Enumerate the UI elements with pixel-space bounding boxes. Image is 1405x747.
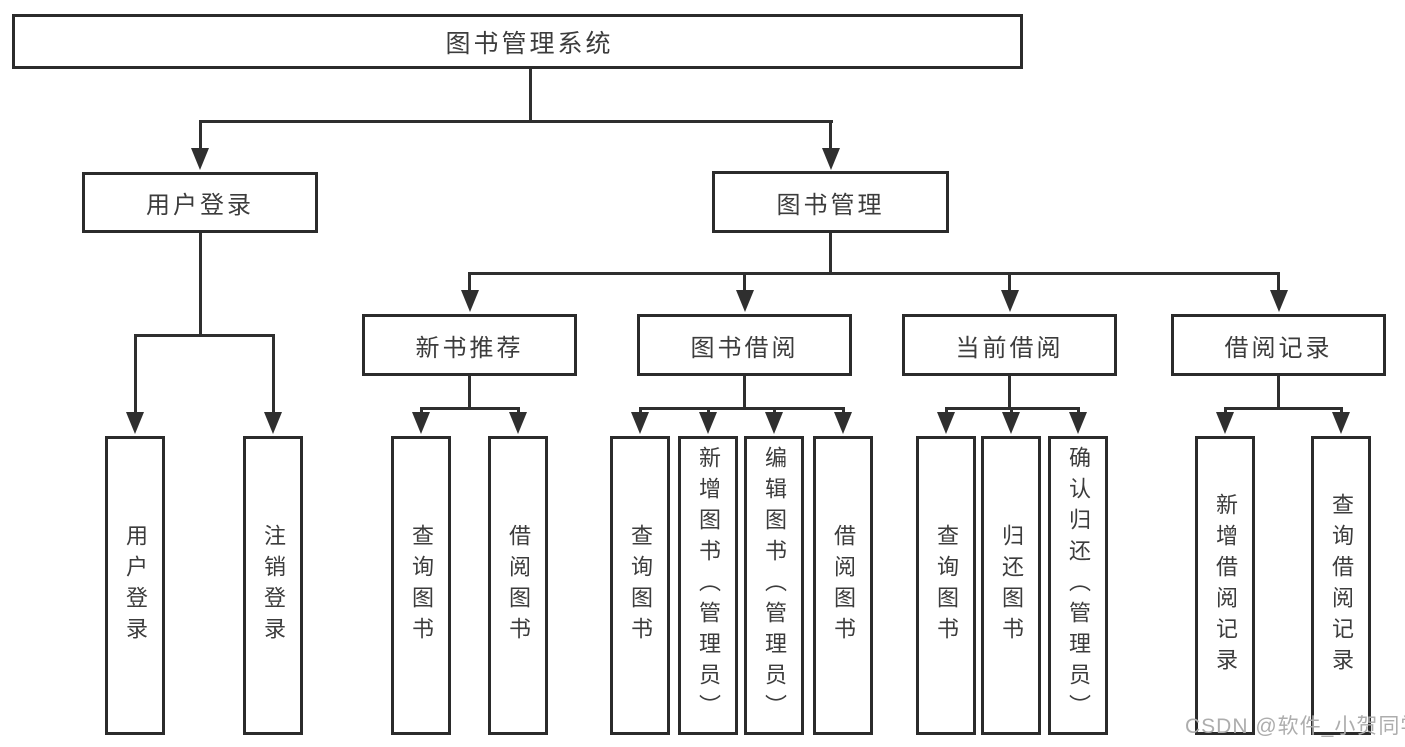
leaf-label: 新增图书（管理员） — [696, 446, 721, 725]
arrow-down-icon — [834, 412, 852, 434]
leaf-label: 查询图书 — [934, 523, 959, 648]
leaf-label: 注销登录 — [261, 523, 286, 648]
leaf-borrow-books-recommend: 借阅图书 — [488, 436, 548, 735]
node-book-management: 图书管理 — [712, 171, 949, 233]
arrow-down-icon — [1332, 412, 1350, 434]
arrow-down-icon — [1269, 290, 1288, 312]
node-current-borrowing: 当前借阅 — [902, 314, 1117, 376]
leaf-query-books-recommend: 查询图书 — [391, 436, 451, 735]
leaf-query-books-borrowing: 查询图书 — [610, 436, 670, 735]
node-label: 当前借阅 — [955, 334, 1064, 362]
connector-line — [468, 272, 471, 290]
connector-line — [1009, 407, 1013, 414]
connector-line — [133, 334, 137, 412]
connector-line — [638, 407, 642, 414]
connector-line — [706, 407, 710, 414]
node-label: 用户登录 — [146, 192, 254, 219]
connector-line — [198, 120, 202, 148]
arrow-down-icon — [699, 412, 717, 434]
connector-line — [198, 233, 202, 336]
node-book-borrowing: 图书借阅 — [637, 314, 852, 376]
leaf-label: 新增借阅记录 — [1213, 492, 1238, 679]
connector-line — [419, 407, 423, 414]
leaf-query-borrow-record: 查询借阅记录 — [1311, 436, 1371, 735]
leaf-add-borrow-record: 新增借阅记录 — [1195, 436, 1255, 735]
node-label: 图书管理系统 — [445, 29, 614, 58]
node-label: 新书推荐 — [415, 334, 524, 362]
node-label: 借阅记录 — [1224, 334, 1333, 362]
connector-line — [1008, 272, 1011, 290]
leaf-logout: 注销登录 — [243, 436, 303, 735]
leaf-label: 借阅图书 — [831, 523, 856, 648]
node-label: 图书借阅 — [690, 334, 799, 362]
leaf-edit-book-admin: 编辑图书（管理员） — [744, 436, 804, 735]
leaf-add-book-admin: 新增图书（管理员） — [678, 436, 738, 735]
connector-line — [516, 407, 520, 414]
node-new-book-recommendation: 新书推荐 — [362, 314, 577, 376]
connector-line — [772, 407, 776, 414]
connector-line — [841, 407, 845, 414]
arrow-down-icon — [126, 412, 144, 434]
arrow-down-icon — [1069, 412, 1087, 434]
connector-line — [638, 407, 845, 410]
connector-line — [743, 376, 746, 409]
connector-line — [133, 334, 275, 337]
connector-line — [1277, 376, 1280, 409]
leaf-return-books: 归还图书 — [981, 436, 1041, 735]
leaf-borrow-books: 借阅图书 — [813, 436, 873, 735]
arrow-down-icon — [1002, 412, 1020, 434]
arrow-down-icon — [460, 290, 479, 312]
connector-line — [1339, 407, 1343, 414]
node-book-management-system: 图书管理系统 — [12, 14, 1023, 69]
arrow-down-icon — [765, 412, 783, 434]
arrow-down-icon — [264, 412, 282, 434]
connector-line — [1076, 407, 1080, 414]
connector-line — [743, 272, 746, 290]
arrow-down-icon — [191, 148, 209, 170]
leaf-label: 编辑图书（管理员） — [762, 446, 787, 725]
connector-line — [468, 272, 1280, 275]
node-borrowing-records: 借阅记录 — [1171, 314, 1386, 376]
connector-line — [271, 334, 275, 412]
connector-line — [1223, 407, 1227, 414]
arrow-down-icon — [412, 412, 430, 434]
connector-line — [829, 120, 832, 148]
arrow-down-icon — [509, 412, 527, 434]
arrow-down-icon — [631, 412, 649, 434]
leaf-query-books-current: 查询图书 — [916, 436, 976, 735]
leaf-label: 借阅图书 — [506, 523, 531, 648]
arrow-down-icon — [821, 148, 840, 170]
leaf-label: 用户登录 — [123, 523, 148, 648]
arrow-down-icon — [937, 412, 955, 434]
node-label: 图书管理 — [776, 191, 885, 219]
csdn-watermark: CSDN @软件_小贺同学 — [1185, 715, 1405, 738]
node-user-login: 用户登录 — [82, 172, 318, 233]
connector-line — [1277, 272, 1280, 290]
leaf-label: 归还图书 — [999, 523, 1024, 648]
leaf-confirm-return-admin: 确认归还（管理员） — [1048, 436, 1108, 735]
connector-line — [1223, 407, 1343, 410]
arrow-down-icon — [735, 290, 754, 312]
connector-line — [198, 120, 833, 123]
connector-line — [468, 376, 471, 409]
connector-line — [944, 407, 948, 414]
leaf-label: 查询图书 — [628, 523, 653, 648]
leaf-user-login: 用户登录 — [105, 436, 165, 735]
leaf-label: 查询借阅记录 — [1329, 492, 1354, 679]
connector-line — [829, 233, 832, 274]
leaf-label: 查询图书 — [409, 523, 434, 648]
leaf-label: 确认归还（管理员） — [1066, 446, 1091, 725]
connector-line — [528, 69, 532, 122]
arrow-down-icon — [1000, 290, 1019, 312]
connector-line — [419, 407, 520, 410]
connector-line — [1008, 376, 1011, 409]
arrow-down-icon — [1216, 412, 1234, 434]
